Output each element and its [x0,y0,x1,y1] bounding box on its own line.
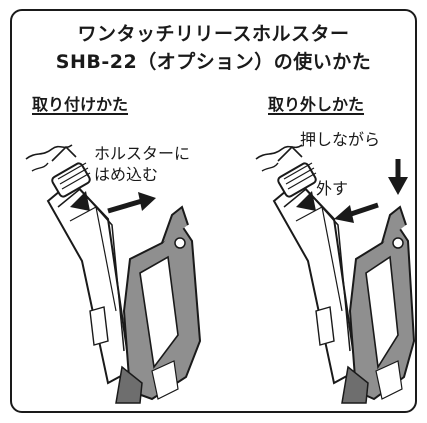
attach-note-line-2: はめ込む [94,165,159,184]
arrow-right-icon [107,192,156,214]
holster-illustrations [25,144,415,404]
title-line-2: SHB-22（オプション）の使いかた [55,51,372,73]
detach-heading: 取り外しかた [268,95,365,114]
press-note: 押しながら [300,130,381,149]
attach-illustration [25,144,202,404]
attach-note: ホルスターに はめ込む [94,143,190,185]
remove-note: 外す [316,179,349,198]
title-line-1: ワンタッチリリースホルスター [77,23,350,45]
instruction-frame: ワンタッチリリースホルスター SHB-22（オプション）の使いかた 取り付けかた… [10,9,417,413]
attach-heading: 取り付けかた [32,95,129,114]
detach-illustration [255,144,415,404]
attach-note-line-1: ホルスターに [94,144,191,163]
arrow-left-icon [334,202,379,223]
arrow-down-icon [388,159,408,195]
